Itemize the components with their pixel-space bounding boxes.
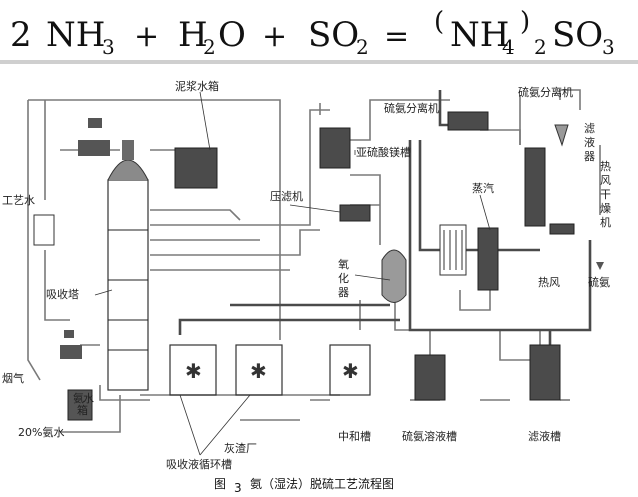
caption-num: 3 bbox=[234, 481, 242, 495]
mg-sulfite-tank bbox=[319, 127, 351, 169]
hot-air-dryer-column bbox=[524, 147, 546, 227]
eq-o: O bbox=[218, 15, 246, 55]
label-mg-sulfite-tank: 亚硫酸镁槽 bbox=[356, 145, 411, 159]
cyclone bbox=[554, 124, 569, 147]
svg-text:✱: ✱ bbox=[250, 359, 267, 383]
eq-h-sub: 2 bbox=[203, 35, 216, 59]
agitator-icons: ✱ ✱ ✱ bbox=[185, 359, 359, 383]
dryer-side-box bbox=[549, 223, 575, 235]
circulation-tank-2 bbox=[235, 344, 283, 396]
label-ammonium-sulfate-out: 硫氨 bbox=[588, 275, 610, 289]
eq-nh3: NH bbox=[46, 15, 105, 55]
vertical-labels: 氧化器 氨水箱 滤液器 热风干燥机 bbox=[73, 122, 611, 417]
filter-press bbox=[339, 204, 371, 222]
svg-text:✱: ✱ bbox=[342, 359, 359, 383]
label-ash-plant: 灰渣厂 bbox=[224, 441, 257, 455]
label-oxidizer: 氧化器 bbox=[338, 257, 349, 299]
product-outlet bbox=[596, 262, 604, 270]
label-filter-press: 压滤机 bbox=[270, 189, 303, 203]
eq-nh3-sub: 3 bbox=[102, 35, 115, 59]
label-ammonia-water: 20%氨水 bbox=[18, 426, 64, 439]
process-water-meter bbox=[33, 214, 55, 246]
main-pipe-network bbox=[178, 90, 592, 360]
absorber-tower bbox=[107, 140, 149, 391]
crystallizer bbox=[477, 227, 499, 291]
ammonium-separator-box bbox=[447, 111, 489, 131]
eq-nh4-sub: 4 bbox=[502, 35, 515, 59]
caption-fig: 图 bbox=[214, 477, 226, 491]
label-steam: 蒸汽 bbox=[472, 181, 494, 195]
reaction-equation: 2 NH 3 + H 2 O + SO 2 = ( NH 4 ) 2 SO 3 bbox=[10, 7, 615, 59]
eq-so2-sub: 2 bbox=[356, 35, 369, 59]
caption-title: 氨（湿法）脱硫工艺流程图 bbox=[250, 476, 394, 491]
ammonium-solution-tank bbox=[414, 354, 446, 401]
eq-paren-open: ( bbox=[434, 7, 444, 37]
label-filtrate-tank-vertical: 滤液器 bbox=[584, 122, 595, 163]
label-hot-air-dryer: 热风干燥机 bbox=[600, 160, 611, 229]
label-filtrate-tank: 滤液槽 bbox=[528, 429, 561, 443]
label-process-water: 工艺水 bbox=[2, 194, 35, 207]
eq-h: H bbox=[178, 15, 208, 55]
svg-text:✱: ✱ bbox=[185, 359, 202, 383]
slurry-tank bbox=[174, 147, 218, 189]
equipment-labels: 泥浆水箱 硫氨分离机 硫氨分离机 亚硫酸镁槽 压滤机 工艺水 蒸汽 热风 硫氨 … bbox=[2, 79, 610, 471]
equation-divider bbox=[0, 60, 638, 64]
neutralize-tank-vessel bbox=[329, 344, 371, 396]
filtrate-tank-vessel bbox=[529, 344, 561, 401]
eq-equals: = bbox=[384, 19, 409, 54]
oxidizer-vessel bbox=[381, 249, 407, 303]
eq-so2: SO bbox=[308, 15, 359, 55]
demister-unit bbox=[78, 118, 110, 156]
label-ammonium-separator: 硫氨分离机 bbox=[384, 101, 439, 115]
eq-plus-1: + bbox=[134, 19, 159, 54]
ammonia-tank-box bbox=[67, 389, 93, 421]
mid-pump-unit bbox=[60, 330, 82, 359]
leader-lines bbox=[94, 91, 491, 456]
eq-paren-close: ) bbox=[520, 7, 530, 37]
label-hot-air: 热风 bbox=[538, 276, 560, 289]
eq-nh4: NH bbox=[450, 15, 509, 55]
figure-caption: 图 3 氨（湿法）脱硫工艺流程图 bbox=[214, 476, 394, 495]
label-absorber: 吸收塔 bbox=[46, 287, 79, 301]
label-ammonium-separator-right: 硫氨分离机 bbox=[518, 85, 573, 99]
label-slurry-tank: 泥浆水箱 bbox=[175, 79, 219, 93]
label-neutralize-tank: 中和槽 bbox=[338, 430, 371, 443]
eq-prod-sub: 2 bbox=[534, 35, 547, 59]
circulation-tank-1 bbox=[169, 344, 217, 396]
evaporator bbox=[439, 224, 467, 276]
eq-plus-2: + bbox=[262, 19, 287, 54]
label-ammonium-solution-tank: 硫氨溶液槽 bbox=[402, 429, 457, 443]
label-ammonia-tank: 氨水箱 bbox=[73, 392, 94, 417]
eq-so3: SO bbox=[552, 15, 603, 55]
eq-coef: 2 bbox=[10, 15, 32, 55]
eq-so3-sub: 3 bbox=[602, 35, 615, 59]
label-flue-gas: 烟气 bbox=[2, 371, 24, 385]
label-circulation-tank: 吸收液循环槽 bbox=[166, 457, 232, 471]
pipe-network bbox=[27, 89, 601, 433]
